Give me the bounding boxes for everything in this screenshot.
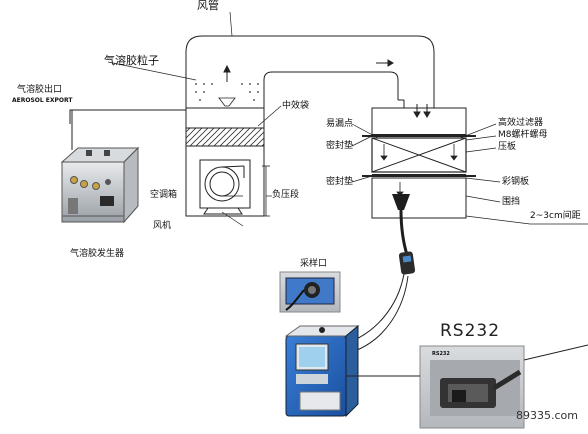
watermark-text: 89335.com: [516, 409, 578, 422]
label-leak-point: 易漏点: [326, 119, 354, 129]
label-color-steel: 彩钢板: [502, 177, 530, 187]
label-pressure-plate: 压板: [498, 142, 517, 152]
aerosol-tube: [69, 109, 186, 124]
leader-lines: [107, 11, 588, 227]
label-aerosol-outlet: 气溶胶出口: [17, 85, 63, 95]
hepa-housing: [362, 107, 476, 219]
rs232-photo: [346, 344, 588, 429]
label-rs232-plate: RS232: [432, 351, 450, 357]
scanning-probe: [392, 194, 416, 275]
label-aerosol-generator: 气溶胶发生器: [70, 249, 125, 259]
medium-filter-bag: [185, 127, 265, 147]
label-hepa-filter: 高效过滤器: [498, 118, 544, 128]
label-fan: 风机: [153, 221, 172, 231]
airflow-arrow: [223, 59, 431, 118]
label-rs232-title: RS232: [440, 321, 501, 341]
label-aerosol-export: AEROSOL EXPORT: [12, 97, 73, 104]
label-medium-filter: 中效袋: [282, 101, 310, 111]
air-duct: [185, 35, 435, 108]
label-aerosol-particles: 气溶胶粒子: [104, 54, 159, 67]
label-enclosure: 围挡: [502, 197, 521, 207]
aerosol-generator: [60, 146, 140, 224]
label-gasket-top: 密封垫: [326, 141, 354, 151]
fan: [199, 159, 251, 215]
label-sampling-port: 采样口: [300, 259, 328, 269]
label-air-duct: 风管: [197, 0, 219, 12]
label-m8-bolt: M8螺杆螺母: [498, 130, 548, 140]
aerosol-particle-dots: [195, 83, 259, 101]
ahu-box: [185, 83, 265, 217]
label-ahu: 空调箱: [150, 190, 178, 200]
hepa-airflow-arrow: [380, 144, 458, 197]
sealing-gasket: [372, 134, 466, 176]
injection-nozzle: [218, 97, 236, 107]
sampling-port-photo: [279, 271, 341, 313]
label-negative-pressure: 负压段: [272, 190, 300, 200]
photometer-device: [284, 324, 360, 418]
label-gasket-bottom: 密封垫: [326, 177, 354, 187]
negative-pressure-marker: [262, 165, 270, 217]
label-distance: 2~3cm间距: [530, 211, 581, 221]
